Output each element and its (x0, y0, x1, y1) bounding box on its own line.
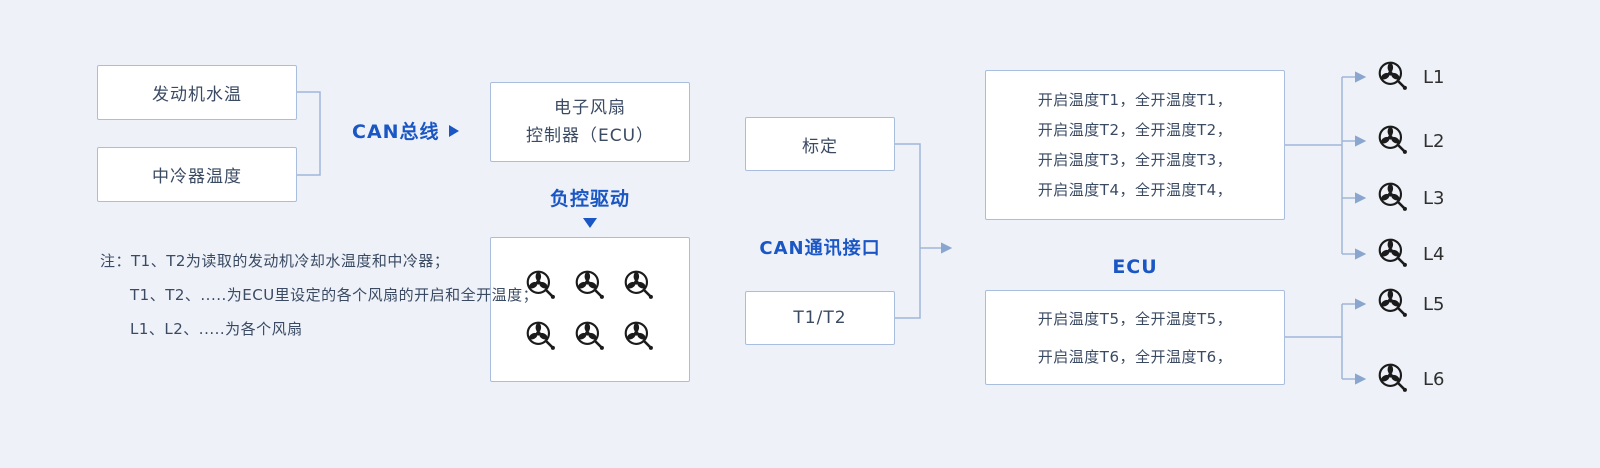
fan-label: L3 (1423, 187, 1445, 209)
temp-setting-line: 开启温度T4，全开温度T4， (1037, 181, 1233, 199)
node-temp-settings-a: 开启温度T1，全开温度T1， 开启温度T2，全开温度T2， 开启温度T3，全开温… (985, 70, 1285, 220)
fan-label: L6 (1423, 368, 1445, 390)
fan-output-l4: L4 (1376, 237, 1444, 271)
node-intercooler-temp-label: 中冷器温度 (152, 167, 242, 187)
node-fan-array (490, 237, 690, 382)
fan-icon (1376, 181, 1410, 215)
fan-output-l3: L3 (1376, 181, 1444, 215)
note-line-2: T1、T2、.....为ECU里设定的各个风扇的开启和全开温度； (130, 286, 539, 304)
note-block: 注：T1、T2为读取的发动机冷却水温度和中冷器； T1、T2、.....为ECU… (100, 244, 538, 346)
fan-icon (1376, 60, 1410, 94)
fan-icon (573, 269, 607, 303)
temp-setting-line: 开启温度T6，全开温度T6， (1037, 347, 1233, 366)
node-calibration: 标定 (745, 117, 895, 171)
fan-label: L1 (1423, 66, 1445, 88)
fan-label: L5 (1423, 293, 1445, 315)
fan-label: L2 (1423, 130, 1445, 152)
negative-drive-label: 负控驱动 (490, 184, 690, 228)
fan-output-l6: L6 (1376, 362, 1444, 396)
temp-setting-line: 开启温度T5，全开温度T5， (1037, 309, 1233, 328)
node-engine-water-temp-label: 发动机水温 (152, 85, 242, 105)
negative-drive-text: 负控驱动 (549, 188, 630, 210)
arrow-right-icon (448, 124, 459, 137)
arrow-down-icon (583, 218, 597, 228)
fan-icon (622, 320, 656, 354)
temp-setting-line: 开启温度T1，全开温度T1， (1037, 91, 1233, 109)
ecu-controller-line1: 电子风扇 (554, 98, 626, 118)
can-interface-label: CAN通讯接口 (759, 238, 881, 259)
calibration-label: 标定 (802, 136, 838, 157)
fan-output-l1: L1 (1376, 60, 1444, 94)
fan-icon (622, 269, 656, 303)
node-temp-settings-b: 开启温度T5，全开温度T5， 开启温度T6，全开温度T6， (985, 290, 1285, 385)
fan-label: L4 (1423, 243, 1445, 265)
can-bus-text: CAN总线 (352, 121, 440, 143)
node-ecu-controller: 电子风扇 控制器（ECU） (490, 82, 690, 162)
node-t1t2: T1/T2 (745, 291, 895, 345)
fan-icon (1376, 287, 1410, 321)
fan-icon (1376, 124, 1410, 158)
fan-icon (1376, 237, 1410, 271)
node-engine-water-temp: 发动机水温 (97, 65, 297, 120)
ecu-label: ECU (1112, 256, 1158, 278)
temp-setting-line: 开启温度T2，全开温度T2， (1037, 121, 1233, 139)
fan-output-l5: L5 (1376, 287, 1444, 321)
fan-icon (1376, 362, 1410, 396)
node-intercooler-temp: 中冷器温度 (97, 147, 297, 202)
can-bus-label: CAN总线 (352, 117, 459, 144)
note-line-3: L1、L2、.....为各个风扇 (130, 320, 303, 338)
ecu-controller-line2: 控制器（ECU） (525, 126, 655, 146)
fan-output-l2: L2 (1376, 124, 1444, 158)
t1t2-label: T1/T2 (793, 308, 847, 328)
note-line-1: 注：T1、T2为读取的发动机冷却水温度和中冷器； (100, 252, 450, 270)
temp-setting-line: 开启温度T3，全开温度T3， (1037, 151, 1233, 169)
fan-icon (573, 320, 607, 354)
